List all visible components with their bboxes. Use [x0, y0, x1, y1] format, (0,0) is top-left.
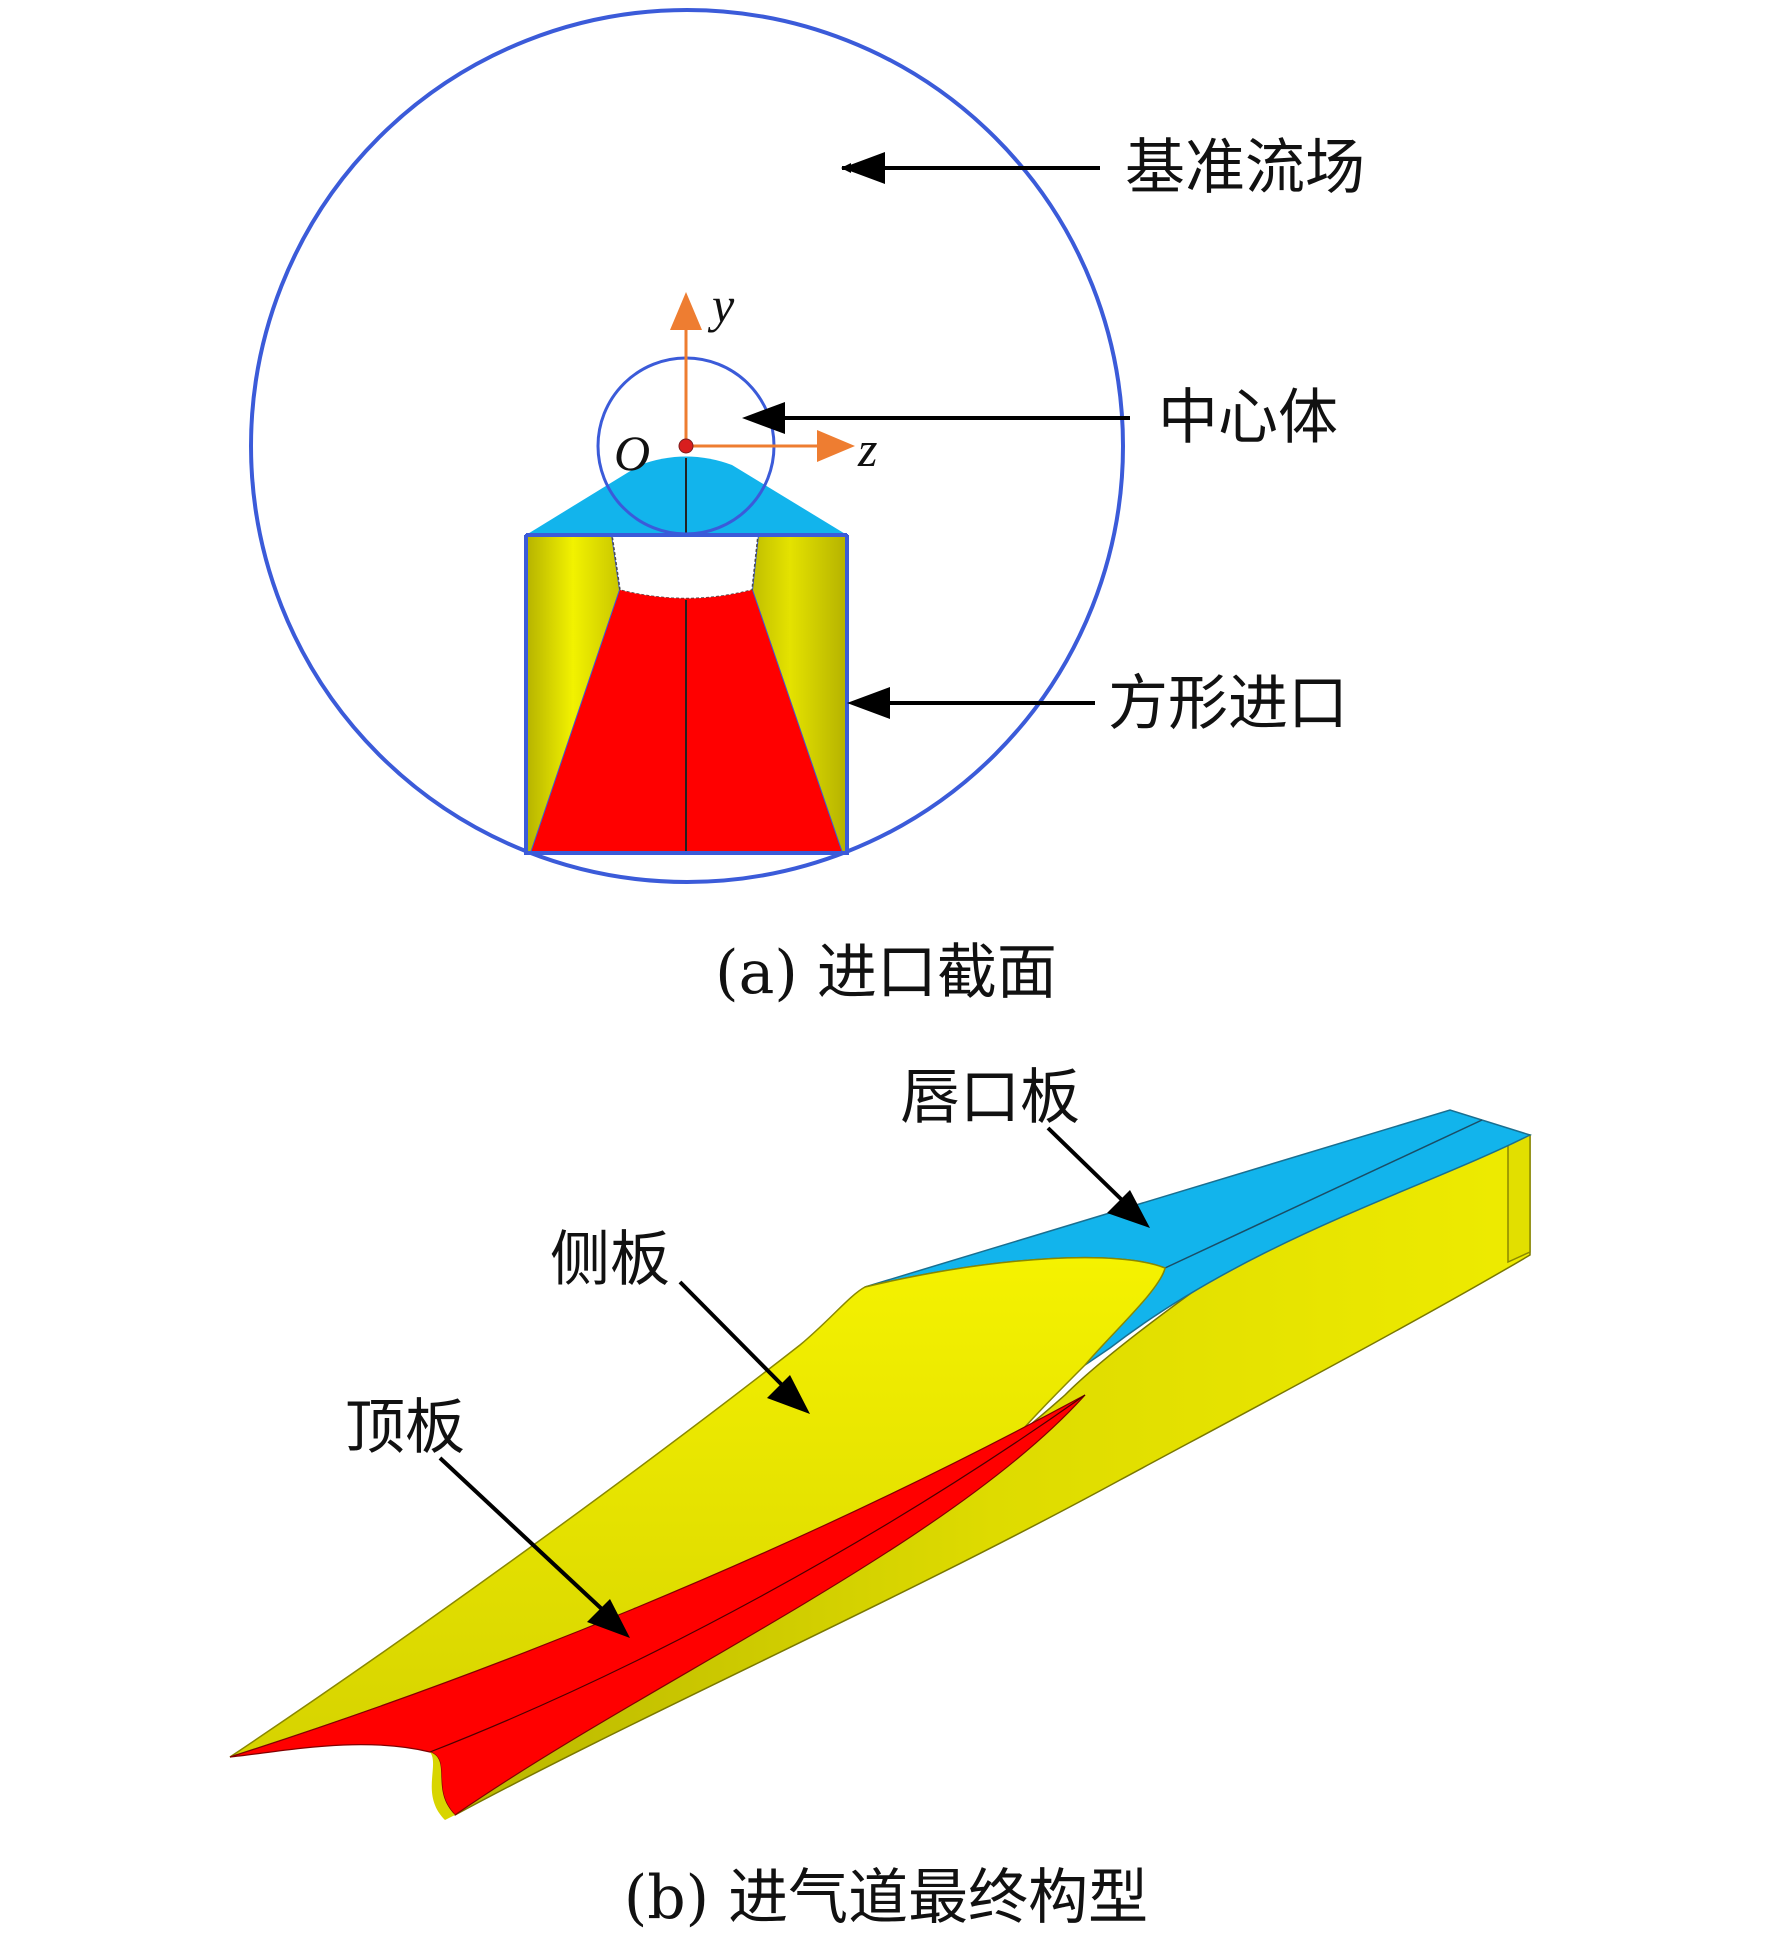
inlet-opening — [611, 534, 759, 600]
lip-plate-arrowhead — [1107, 1190, 1150, 1228]
reference-flow-arrowhead — [842, 152, 885, 184]
panel-b: 唇口板 侧板 顶板 (b) 进气道最终构型 — [229, 1063, 1532, 1933]
side-plate-arrow — [678, 1280, 787, 1390]
center-body-arrowhead — [742, 402, 785, 434]
panel-a: y z O 基准流场 中心体 方形进口 (a) 进口截面 — [249, 8, 1365, 1008]
square-inlet-label: 方形进口 — [1108, 669, 1348, 739]
caption-b: (b) 进气道最终构型 — [624, 1863, 1148, 1933]
top-plate-seam — [429, 1394, 1086, 1753]
side-plate-label: 侧板 — [550, 1225, 670, 1295]
caption-a: (a) 进口截面 — [715, 938, 1057, 1008]
origin-dot — [678, 438, 694, 454]
lip-plate-label: 唇口板 — [900, 1063, 1080, 1133]
y-axis-arrowhead — [670, 292, 702, 330]
square-inlet-arrowhead — [847, 687, 890, 719]
inlet-outline — [524, 535, 849, 855]
lip-plate-arrow — [1046, 1126, 1124, 1202]
y-axis-label: y — [707, 277, 735, 333]
reference-flow-label: 基准流场 — [1125, 133, 1365, 203]
reference-flow-circle — [249, 8, 1125, 884]
end-face — [1507, 1132, 1531, 1264]
lip-ridge — [1164, 1119, 1483, 1269]
lower-side-sliver — [430, 1752, 455, 1820]
origin-label: O — [614, 425, 650, 481]
z-axis-label: z — [857, 421, 877, 477]
z-axis-arrowhead — [817, 430, 855, 462]
top-plate-label: 顶板 — [345, 1393, 465, 1463]
side-plate-arrowhead — [767, 1375, 810, 1414]
top-plate-arrowhead — [587, 1599, 630, 1638]
top-plate-arrow — [438, 1456, 607, 1614]
center-body-label: 中心体 — [1158, 383, 1338, 453]
